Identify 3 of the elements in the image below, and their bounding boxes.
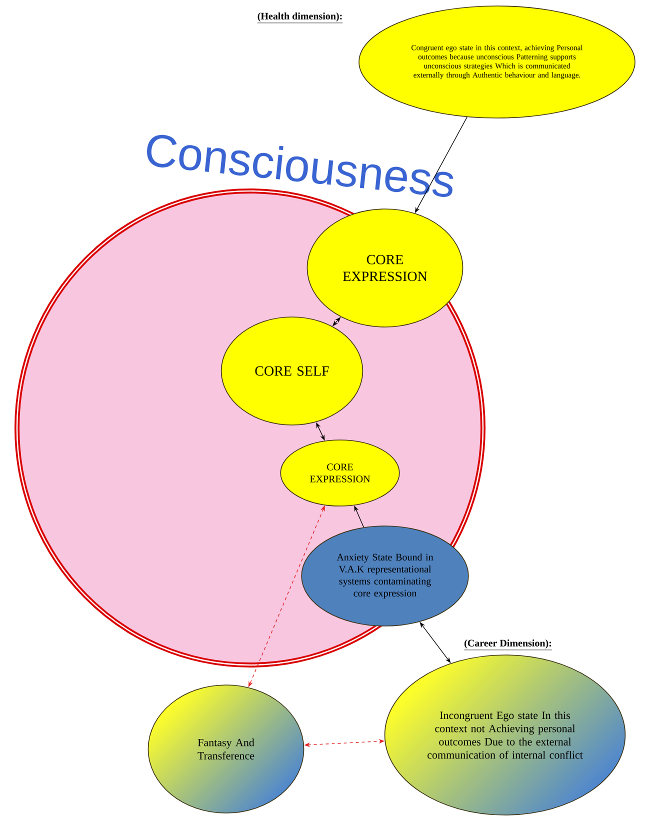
dimension-label: (Health dimension):: [257, 12, 343, 24]
dimension-label: (Career Dimension):: [464, 639, 552, 650]
consciousness-heading: Consciousness: [147, 134, 454, 197]
